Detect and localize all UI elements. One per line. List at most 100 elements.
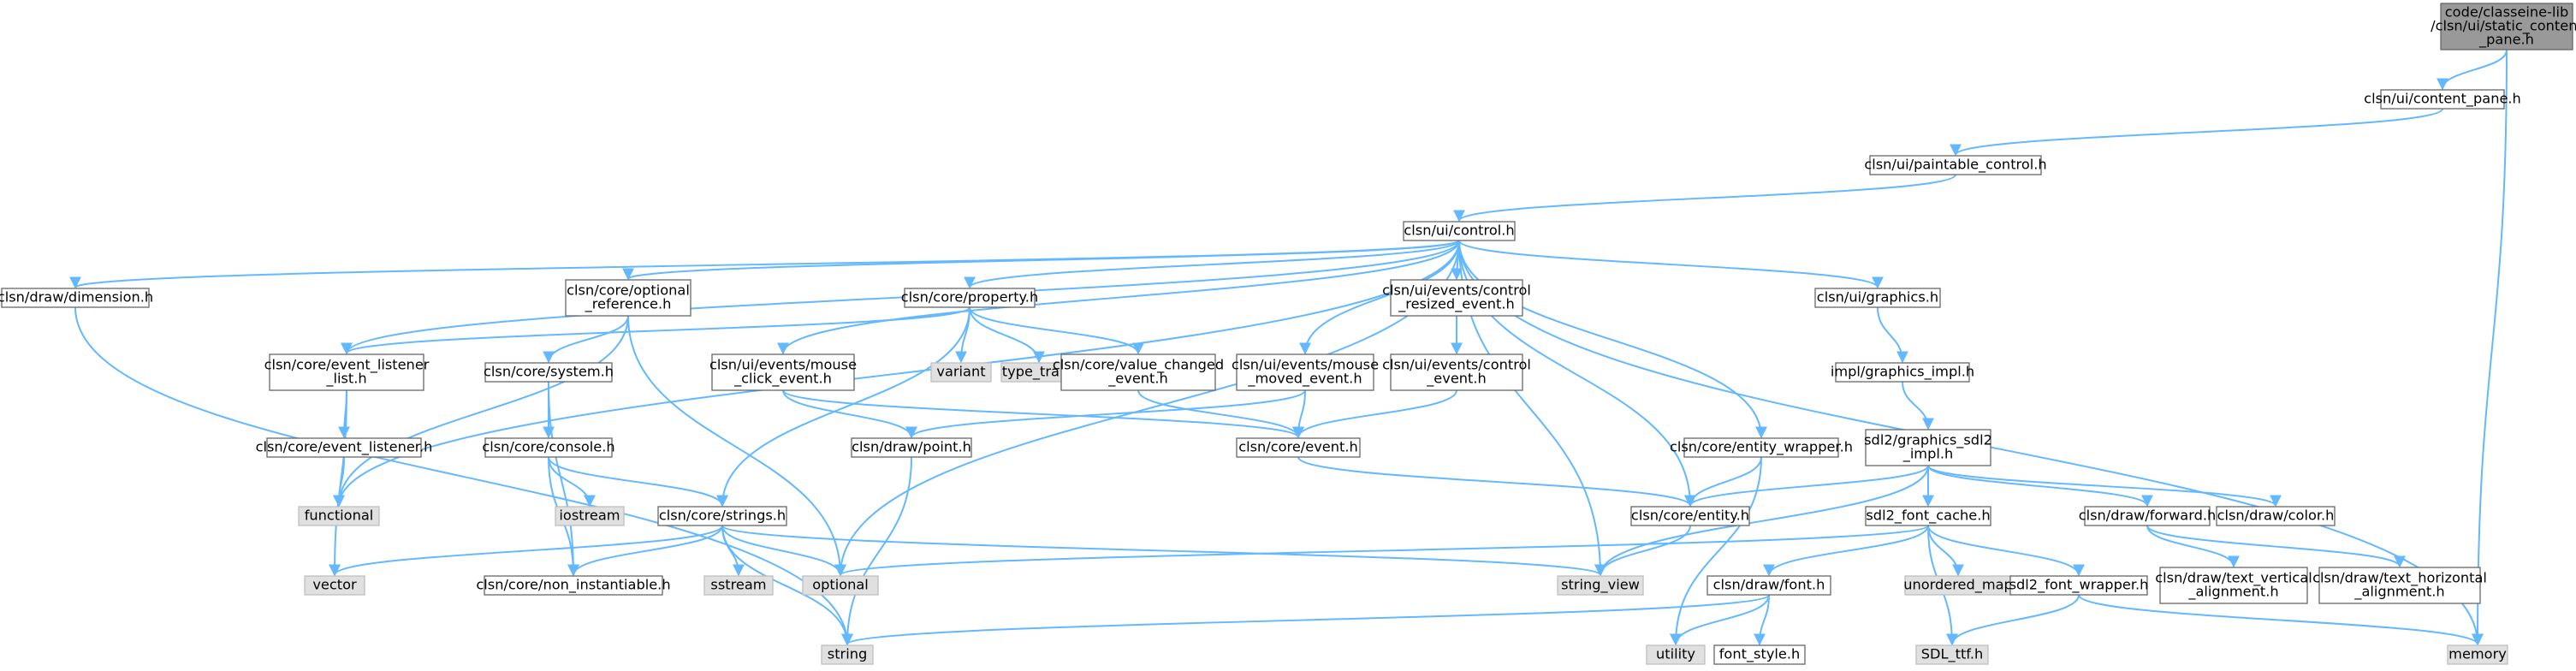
node-label: utility bbox=[1656, 646, 1695, 662]
edge-control-event-to-event bbox=[1292, 389, 1457, 439]
node-label: clsn/draw/text_horizontal bbox=[2312, 570, 2487, 587]
edge-strings-to-non-inst bbox=[567, 525, 723, 577]
edge-control-to-optional-ref bbox=[622, 240, 1460, 281]
node-graphics-impl[interactable]: impl/graphics_impl.h bbox=[1831, 362, 1974, 383]
node-mouse-click[interactable]: clsn/ui/events/mouse_click_event.h bbox=[709, 353, 857, 391]
node-text-valign[interactable]: clsn/draw/text_vertical_alignment.h bbox=[2155, 567, 2312, 604]
edge-control-to-mouse-click bbox=[777, 240, 1460, 355]
node-box bbox=[2447, 644, 2508, 665]
node-box bbox=[1236, 353, 1374, 391]
node-event-list[interactable]: clsn/core/event_listener_list.h bbox=[264, 353, 430, 391]
node-label: clsn/ui/paintable_control.h bbox=[1864, 157, 2046, 174]
edge-console-to-strings bbox=[548, 456, 728, 508]
node-label: clsn/core/entity.h bbox=[1631, 508, 1749, 524]
node-console[interactable]: clsn/core/console.h bbox=[482, 437, 615, 458]
node-entity[interactable]: clsn/core/entity.h bbox=[1630, 506, 1750, 526]
node-dimension[interactable]: clsn/draw/dimension.h bbox=[0, 288, 153, 308]
node-iostream[interactable]: iostream bbox=[555, 506, 625, 526]
node-label: clsn/draw/text_vertical bbox=[2155, 570, 2312, 587]
edge-root-to-content-pane bbox=[2437, 49, 2508, 91]
node-label: memory bbox=[2448, 646, 2507, 662]
node-label: clsn/ui/events/control bbox=[1382, 282, 1531, 299]
node-color[interactable]: clsn/draw/color.h bbox=[2216, 506, 2336, 526]
node-label: clsn/draw/point.h bbox=[852, 439, 971, 455]
node-label: clsn/core/optional bbox=[567, 282, 690, 299]
node-unordered-map[interactable]: unordered_map bbox=[1903, 575, 2013, 596]
node-control-event[interactable]: clsn/ui/events/control_event.h bbox=[1382, 353, 1531, 391]
node-paintable[interactable]: clsn/ui/paintable_control.h bbox=[1864, 155, 2047, 175]
node-value-changed[interactable]: clsn/core/value_changed_event.h bbox=[1053, 353, 1224, 391]
node-label: clsn/ui/events/control bbox=[1382, 357, 1531, 373]
node-label: sdl2/graphics_sdl2 bbox=[1864, 432, 1992, 449]
node-box bbox=[2380, 89, 2505, 110]
node-non-inst[interactable]: clsn/core/non_instantiable.h bbox=[476, 575, 671, 596]
edge-font-to-utility bbox=[1670, 594, 1770, 646]
node-label: clsn/ui/graphics.h bbox=[1817, 289, 1938, 306]
node-sdl2-impl[interactable]: sdl2/graphics_sdl2_impl.h bbox=[1864, 429, 1992, 466]
node-string[interactable]: string bbox=[821, 644, 874, 665]
node-control[interactable]: clsn/ui/control.h bbox=[1403, 221, 1516, 241]
node-label: sdl2_font_wrapper.h bbox=[2009, 577, 2149, 594]
node-label: clsn/core/console.h bbox=[482, 439, 614, 455]
node-box bbox=[1060, 353, 1216, 391]
node-root[interactable]: code/classeine-lib/clsn/ui/static_conten… bbox=[2431, 3, 2576, 50]
node-label: functional bbox=[305, 508, 374, 524]
node-optional-ref[interactable]: clsn/core/optional_reference.h bbox=[565, 279, 691, 317]
node-vector[interactable]: vector bbox=[304, 575, 365, 596]
node-functional[interactable]: functional bbox=[298, 506, 380, 526]
node-box bbox=[266, 437, 422, 458]
node-font[interactable]: clsn/draw/font.h bbox=[1706, 575, 1831, 596]
node-box bbox=[657, 506, 787, 526]
node-property[interactable]: clsn/core/property.h bbox=[901, 288, 1038, 308]
edge-optional-ref-to-optional bbox=[627, 315, 846, 577]
node-label: code/classeine-lib bbox=[2445, 4, 2568, 21]
node-box bbox=[2216, 506, 2336, 526]
edge-paintable-to-control bbox=[1453, 174, 1956, 223]
node-event-listener[interactable]: clsn/core/event_listener.h bbox=[256, 437, 433, 458]
edge-dimension-to-string bbox=[74, 306, 853, 646]
node-optional[interactable]: optional bbox=[802, 575, 879, 596]
node-label: _event.h bbox=[1426, 371, 1487, 388]
node-font-style[interactable]: font_style.h bbox=[1713, 644, 1806, 665]
edge-value-changed-to-event bbox=[1137, 389, 1304, 439]
edge-event-to-entity bbox=[1297, 456, 1696, 508]
node-text-halign[interactable]: clsn/draw/text_horizontal_alignment.h bbox=[2312, 567, 2487, 604]
node-label: clsn/draw/font.h bbox=[1713, 577, 1825, 593]
node-box bbox=[703, 575, 774, 596]
node-sdl-ttf[interactable]: SDL_ttf.h bbox=[1915, 644, 1989, 665]
node-resized-event[interactable]: clsn/ui/events/control_resized_event.h bbox=[1382, 279, 1531, 317]
node-entity-wrapper[interactable]: clsn/core/entity_wrapper.h bbox=[1670, 437, 1853, 458]
node-label: sdl2_font_cache.h bbox=[1866, 508, 1990, 525]
node-label: clsn/core/strings.h bbox=[659, 508, 786, 524]
node-label: clsn/ui/control.h bbox=[1404, 223, 1514, 239]
node-content-pane[interactable]: clsn/ui/content_pane.h bbox=[2364, 89, 2521, 110]
node-label: clsn/draw/forward.h bbox=[2079, 508, 2217, 524]
node-forward[interactable]: clsn/draw/forward.h bbox=[2079, 506, 2217, 526]
edge-control-to-property bbox=[964, 240, 1460, 289]
node-sstream[interactable]: sstream bbox=[703, 575, 774, 596]
node-font-wrapper[interactable]: sdl2_font_wrapper.h bbox=[2009, 575, 2149, 596]
node-strings[interactable]: clsn/core/strings.h bbox=[657, 506, 787, 526]
node-event[interactable]: clsn/core/event.h bbox=[1236, 437, 1361, 458]
node-system[interactable]: clsn/core/system.h bbox=[484, 362, 614, 383]
edge-point-to-string bbox=[841, 456, 912, 646]
node-utility[interactable]: utility bbox=[1646, 644, 1706, 665]
edge-content-pane-to-paintable bbox=[1950, 108, 2443, 157]
node-point[interactable]: clsn/draw/point.h bbox=[851, 437, 972, 458]
edge-sdl2-impl-to-color bbox=[1927, 465, 2282, 508]
node-box bbox=[711, 353, 855, 391]
node-box bbox=[930, 362, 992, 383]
node-label: impl/graphics_impl.h bbox=[1831, 364, 1974, 381]
edge-optional-ref-to-system bbox=[543, 315, 629, 364]
node-font-cache[interactable]: sdl2_font_cache.h bbox=[1865, 506, 1991, 526]
node-string-view[interactable]: string_view bbox=[1557, 575, 1644, 596]
node-mouse-moved[interactable]: clsn/ui/events/mouse_moved_event.h bbox=[1232, 353, 1379, 391]
node-box bbox=[904, 288, 1036, 308]
node-graphics[interactable]: clsn/ui/graphics.h bbox=[1814, 288, 1941, 308]
node-variant[interactable]: variant bbox=[930, 362, 992, 383]
node-label: clsn/ui/events/mouse bbox=[709, 357, 857, 373]
edge-property-to-value-changed bbox=[969, 306, 1144, 355]
node-label: clsn/draw/color.h bbox=[2217, 508, 2335, 524]
node-box bbox=[484, 575, 663, 596]
node-memory[interactable]: memory bbox=[2447, 644, 2508, 665]
